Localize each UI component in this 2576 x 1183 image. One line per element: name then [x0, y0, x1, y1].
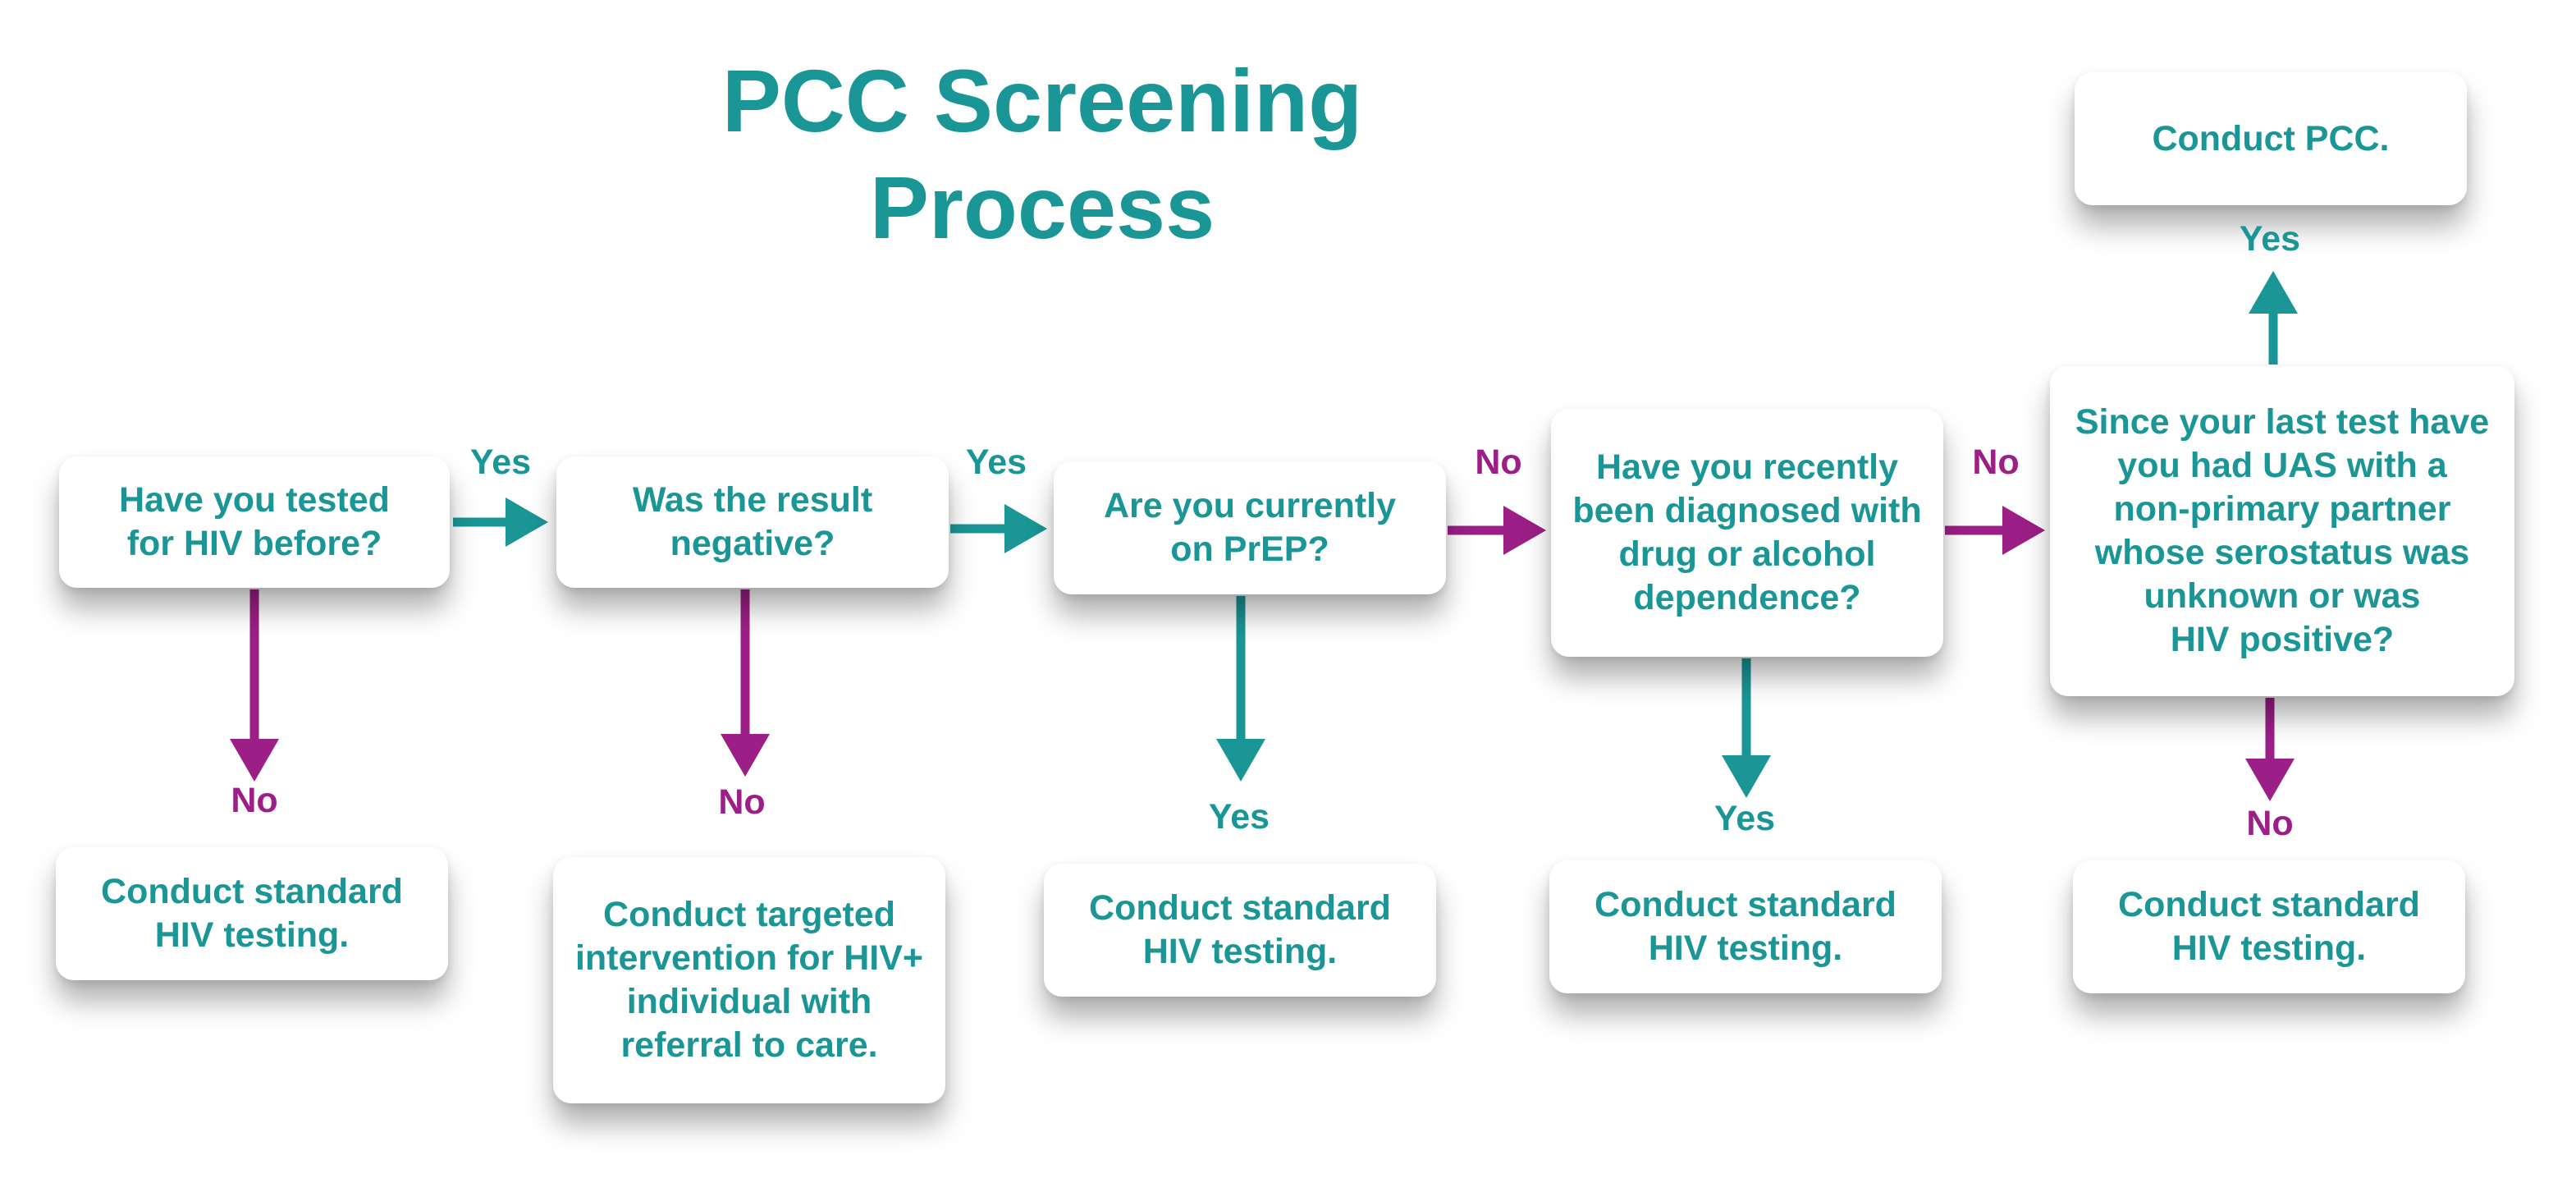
arrow-q1-to-q2-head: [506, 498, 548, 547]
arrow-q2-to-q3-head: [1004, 504, 1047, 553]
arrow-q2-to-q3: [950, 504, 1047, 553]
question-on-prep: Are you currently on PrEP?: [1054, 461, 1446, 594]
arrow-q2-down-head: [721, 734, 770, 777]
edge-label-q2-down-no: No: [718, 782, 766, 822]
question-result-negative-text: Was the result negative?: [632, 480, 873, 563]
title-line-2: Process: [869, 158, 1215, 257]
arrow-q1-down-head: [230, 739, 279, 782]
arrow-q3-down-head: [1216, 739, 1265, 782]
question-tested-before-text: Have you tested for HIV before?: [119, 480, 390, 563]
arrow-q3-to-q4: [1448, 506, 1546, 555]
edge-label-q5-down-no: No: [2246, 804, 2294, 843]
edge-label-q1-yes: Yes: [469, 442, 532, 482]
question-result-negative: Was the result negative?: [556, 456, 949, 588]
question-uas-partner: Since your last test have you had UAS wi…: [2050, 366, 2514, 696]
question-drug-alcohol: Have you recently been diagnosed with dr…: [1551, 409, 1943, 657]
outcome-targeted-intervention-text: Conduct targeted intervention for HIV+ i…: [574, 895, 924, 1065]
outcome-standard-testing-2: Conduct standard HIV testing.: [1044, 864, 1436, 997]
edge-label-q4-no: No: [1972, 442, 2020, 482]
arrow-q3-down: [1216, 596, 1265, 782]
outcome-standard-testing-2-text: Conduct standard HIV testing.: [1089, 888, 1391, 971]
edge-label-q3-down-yes: Yes: [1208, 797, 1270, 837]
outcome-conduct-pcc: Conduct PCC.: [2075, 72, 2467, 205]
edge-label-q5-up-yes: Yes: [2239, 219, 2301, 259]
outcome-conduct-pcc-text: Conduct PCC.: [2152, 118, 2390, 158]
question-tested-before: Have you tested for HIV before?: [59, 456, 450, 588]
outcome-standard-testing-4-text: Conduct standard HIV testing.: [2118, 885, 2420, 968]
arrow-q3-to-q4-head: [1503, 506, 1546, 555]
arrow-q4-to-q5-head: [2002, 506, 2045, 555]
outcome-standard-testing-3-text: Conduct standard HIV testing.: [1595, 885, 1897, 968]
arrow-q1-to-q2: [453, 498, 548, 547]
outcome-standard-testing-1-text: Conduct standard HIV testing.: [101, 872, 403, 955]
arrow-q2-down: [721, 589, 770, 777]
arrow-q4-to-q5: [1945, 506, 2045, 555]
arrow-q5-down: [2245, 698, 2295, 801]
outcome-standard-testing-1: Conduct standard HIV testing.: [56, 847, 448, 980]
arrow-q5-down-head: [2245, 759, 2295, 801]
edge-label-q2-yes: Yes: [965, 442, 1027, 482]
edge-label-q4-down-yes: Yes: [1714, 799, 1776, 838]
question-drug-alcohol-text: Have you recently been diagnosed with dr…: [1572, 447, 1922, 617]
outcome-standard-testing-3: Conduct standard HIV testing.: [1549, 860, 1942, 993]
diagram-title: PCC Screening Process: [632, 48, 1453, 261]
arrow-q4-down: [1722, 658, 1771, 798]
outcome-standard-testing-4: Conduct standard HIV testing.: [2073, 860, 2465, 993]
outcome-targeted-intervention: Conduct targeted intervention for HIV+ i…: [553, 857, 945, 1103]
arrow-q1-down: [230, 589, 279, 782]
arrow-q4-down-head: [1722, 755, 1771, 798]
edge-label-q1-down-no: No: [231, 781, 278, 820]
question-on-prep-text: Are you currently on PrEP?: [1103, 486, 1397, 569]
title-line-1: PCC Screening: [721, 51, 1363, 150]
arrow-q5-up: [2249, 271, 2298, 365]
edge-label-q3-no: No: [1475, 442, 1522, 482]
question-uas-partner-text: Since your last test have you had UAS wi…: [2075, 402, 2490, 659]
arrow-q5-up-head: [2249, 271, 2298, 314]
